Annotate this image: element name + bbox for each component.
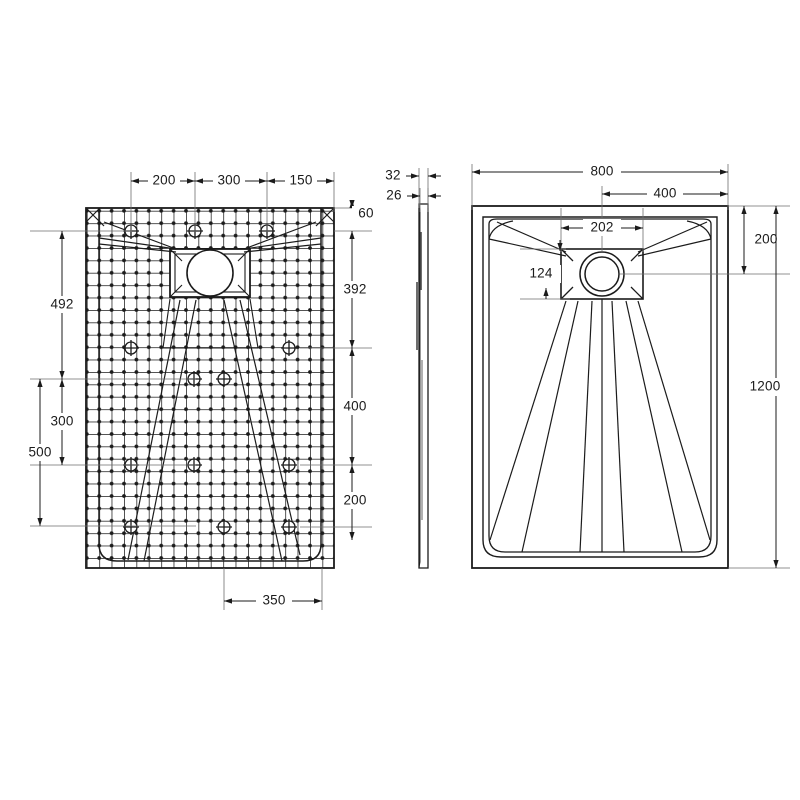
waste-aperture-plan (584, 256, 620, 292)
upper-fold-lines (488, 220, 712, 257)
slope-fan-lines (98, 221, 322, 562)
dim-26-thickness: 26 (386, 188, 401, 203)
corner-chamfer-top-left (85, 207, 105, 227)
tray-outline (85, 207, 335, 569)
dim-chain-right-underside: 60 392 400 200 (300, 200, 380, 540)
dim-300-left: 300 (50, 414, 73, 429)
dim-350-bottom: 350 (262, 593, 285, 608)
waste-box-underside (169, 248, 251, 298)
corner-chamfer-top-right (315, 207, 335, 227)
dim-chain-top-plan: 800 400 202 (471, 163, 729, 252)
waste-aperture (186, 249, 234, 297)
dim-150-top: 150 (289, 173, 312, 188)
tray-inner-rim (482, 216, 718, 558)
dim-500-left: 500 (28, 445, 51, 460)
dim-400-center: 400 (653, 186, 676, 201)
edge-section-view: 32 26 (385, 168, 441, 569)
dim-800-width: 800 (590, 164, 613, 179)
dim-60-right: 60 (358, 206, 373, 221)
basin-outline (98, 208, 322, 562)
edge-profile-outline (418, 203, 429, 569)
dim-300-top: 300 (217, 173, 240, 188)
dim-202-waste: 202 (590, 220, 613, 235)
dim-124-waste: 124 (529, 266, 552, 281)
dim-200-waste-offset: 200 (754, 232, 777, 247)
underside-view: 200 300 150 492 300 500 (22, 172, 380, 610)
dim-1200-length: 1200 (750, 379, 781, 394)
lower-fold-lines (489, 299, 711, 553)
dim-400-right: 400 (343, 399, 366, 414)
dim-492-left: 492 (50, 297, 73, 312)
dim-200-top: 200 (152, 173, 175, 188)
dim-200-right: 200 (343, 493, 366, 508)
basin-surface (488, 218, 712, 553)
edge-inner-line (418, 203, 421, 569)
dim-392-right: 392 (343, 282, 366, 297)
dim-chain-bottom-underside: 350 (223, 568, 323, 610)
dim-chain-left-plan: 124 (520, 240, 570, 300)
basin-slope-edges (162, 298, 259, 349)
dim-32-thickness: 32 (385, 168, 400, 183)
dim-thickness-26: 26 (386, 188, 441, 212)
dim-chain-right-plan: 200 1200 (620, 205, 790, 569)
top-plan-view: 800 400 202 200 1200 (471, 163, 790, 569)
dim-chain-left-underside: 492 300 500 (22, 230, 196, 527)
dim-chain-top-underside: 200 300 150 (130, 172, 335, 232)
